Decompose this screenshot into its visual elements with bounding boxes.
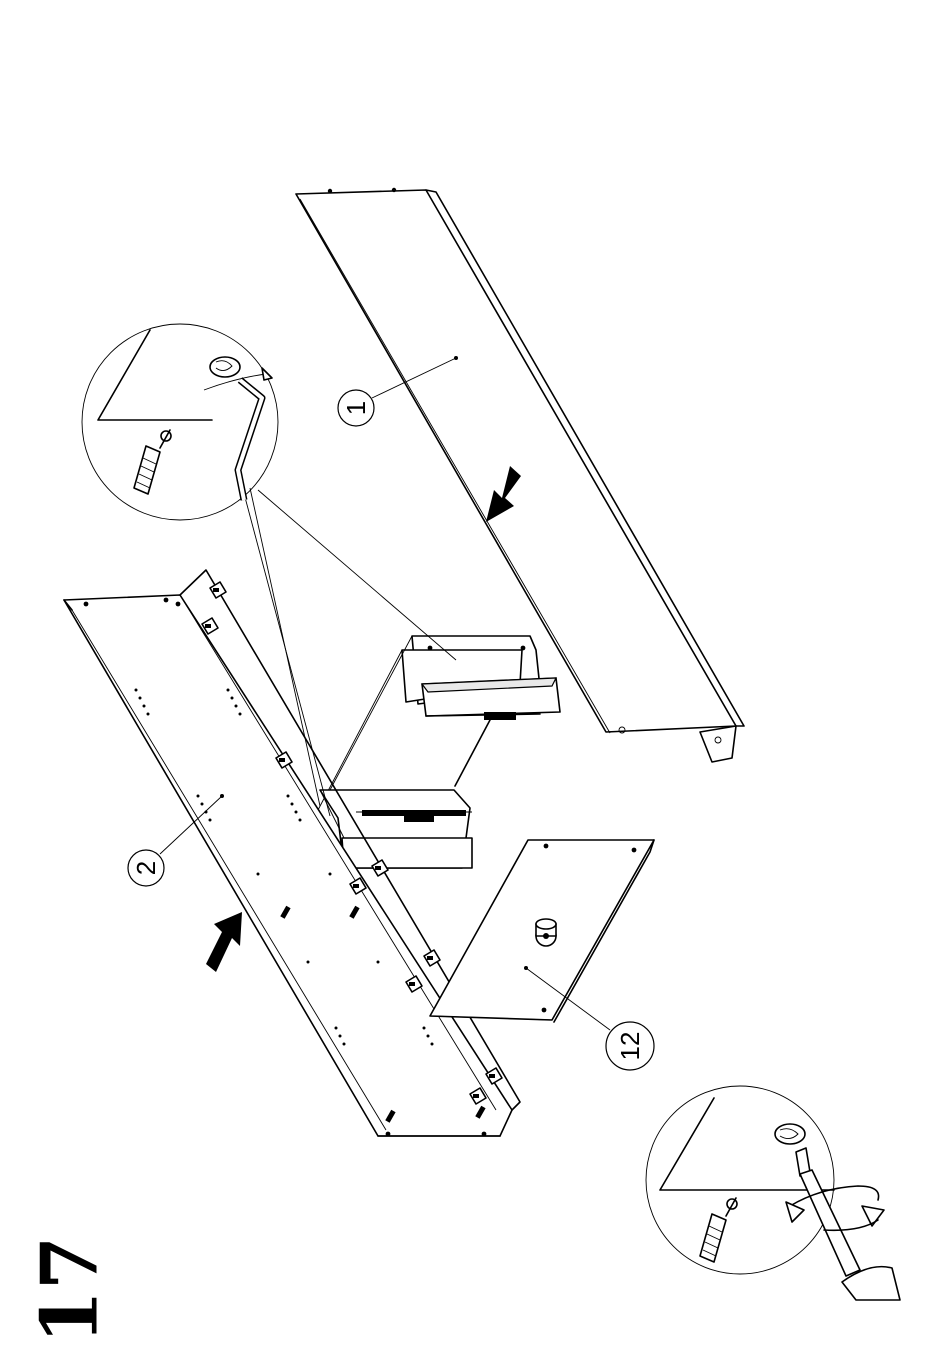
drawer-unit (318, 636, 560, 868)
cam-lock-icon (210, 357, 240, 377)
arrow-icon (206, 912, 242, 972)
step-number: 17 (25, 1236, 116, 1345)
screwdriver-icon (786, 1148, 900, 1300)
callout-label-1: 1 (341, 401, 371, 415)
callout-label-12: 12 (615, 1032, 645, 1061)
cam-lock-icon (775, 1124, 805, 1144)
hex-key-icon (204, 368, 272, 500)
dowel-icon (134, 430, 171, 494)
dowel-icon (700, 1198, 737, 1262)
knob-icon (536, 919, 556, 946)
screwdriver-detail (646, 1086, 900, 1300)
callout-label-2: 2 (131, 861, 161, 875)
